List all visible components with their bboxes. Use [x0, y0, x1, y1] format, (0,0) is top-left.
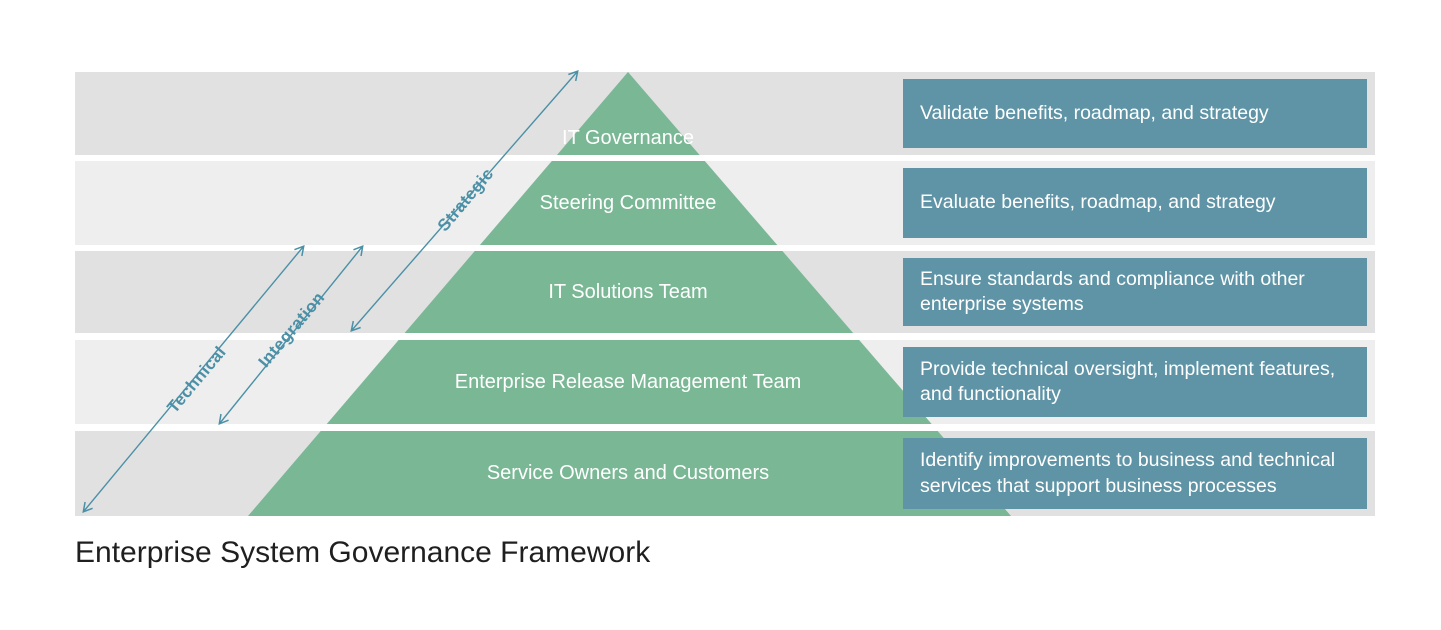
callout-text: Identify improvements to business and te…	[920, 449, 1336, 497]
callout-it-governance: Validate benefits, roadmap, and strategy	[903, 79, 1367, 148]
callout-text: Provide technical oversight, implement f…	[920, 357, 1336, 405]
callout-enterprise-release-management-team: Provide technical oversight, implement f…	[903, 347, 1367, 417]
pyramid-level-service-owners-and-customers: Service Owners and Customers	[258, 431, 998, 516]
callout-steering-committee: Evaluate benefits, roadmap, and strategy	[903, 168, 1367, 238]
pyramid-level-it-solutions-team: IT Solutions Team	[258, 251, 998, 333]
level-label-text: IT Solutions Team	[548, 280, 708, 303]
level-label-text: Steering Committee	[539, 191, 717, 214]
diagram-title: Enterprise System Governance Framework	[75, 536, 651, 569]
level-label-text: IT Governance	[562, 127, 694, 149]
pyramid-level-it-governance: IT Governance	[258, 72, 998, 155]
callout-service-owners-and-customers: Identify improvements to business and te…	[903, 438, 1367, 509]
callout-text: Validate benefits, roadmap, and strategy	[920, 101, 1269, 124]
callout-it-solutions-team: Ensure standards and compliance with oth…	[903, 258, 1367, 326]
level-label-text: Enterprise Release Management Team	[454, 370, 802, 393]
callout-text: Ensure standards and compliance with oth…	[920, 267, 1305, 315]
callout-text: Evaluate benefits, roadmap, and strategy	[920, 191, 1276, 214]
pyramid-level-enterprise-release-management-team: Enterprise Release Management Team	[258, 340, 998, 424]
pyramid-level-steering-committee: Steering Committee	[258, 161, 998, 245]
level-label-text: Service Owners and Customers	[486, 462, 770, 484]
